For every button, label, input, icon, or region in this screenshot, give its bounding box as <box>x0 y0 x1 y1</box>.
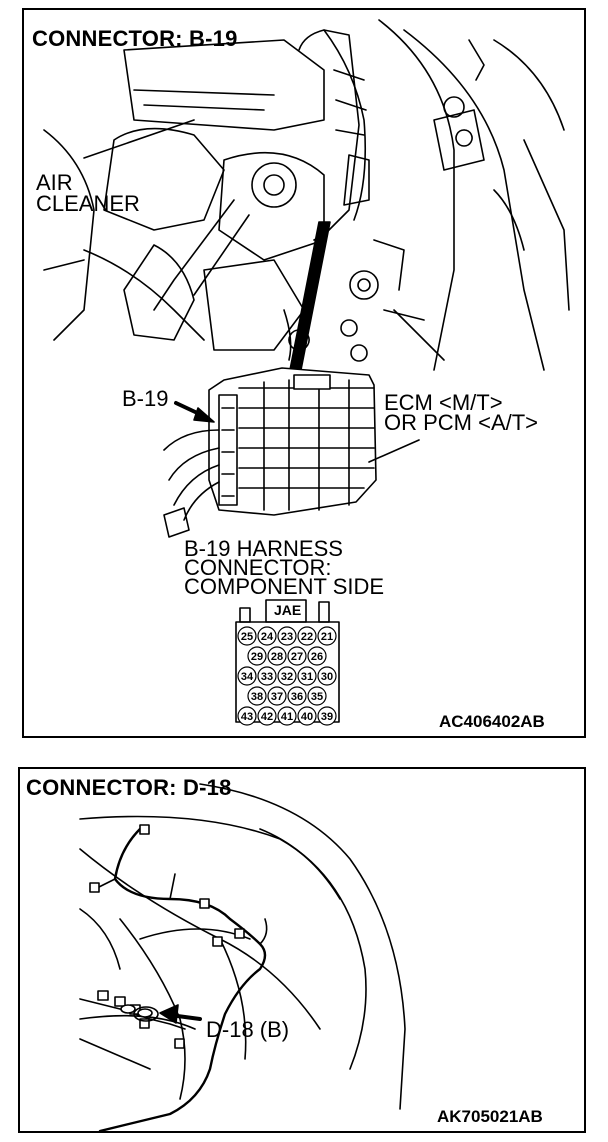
vehicle-rear-illustration <box>79 783 406 1131</box>
pin-26 <box>307 646 327 666</box>
pin-43 <box>237 706 257 726</box>
harness-label-line3: COMPONENT SIDE <box>184 574 385 599</box>
pin-label-25: 25 <box>241 631 253 643</box>
pin-label-43: 43 <box>241 711 253 723</box>
harness-label-line2: CONNECTOR: <box>184 555 332 580</box>
panel-title: CONNECTOR: D-18 <box>26 775 232 800</box>
harness-label-line1: B-19 HARNESS <box>184 536 343 561</box>
pin-25 <box>237 626 257 646</box>
pin-39 <box>317 706 337 726</box>
pin-label-32: 32 <box>281 671 293 683</box>
pin-label-38: 38 <box>251 691 263 703</box>
pin-32 <box>277 666 297 686</box>
figure-code: AK705021AB <box>437 1107 543 1126</box>
pin-37 <box>267 686 287 706</box>
pin-label-37: 37 <box>271 691 283 703</box>
pin-label-24: 24 <box>261 631 274 643</box>
pin-label-33: 33 <box>261 671 273 683</box>
pin-label-23: 23 <box>281 631 293 643</box>
ecm-label-line2: OR PCM <A/T> <box>384 410 539 435</box>
pin-40 <box>297 706 317 726</box>
pin-42 <box>257 706 277 726</box>
air-cleaner-label: AIR CLEANER <box>36 170 140 216</box>
engine-bay-illustration: 25 24 23 22 21 29 28 27 26 34 33 32 31 30 38 37 36 35 43 42… <box>43 19 570 726</box>
connector-d18-panel: CONNECTOR: D-18 D-18 (B) AK705021AB <box>18 767 586 1133</box>
pin-41 <box>277 706 297 726</box>
pin-label-36: 36 <box>291 691 303 703</box>
pin-29 <box>247 646 267 666</box>
pin-34 <box>237 666 257 686</box>
b19-callout: B-19 <box>122 386 169 411</box>
pin-label-21: 21 <box>321 631 333 643</box>
pin-22 <box>297 626 317 646</box>
pin-27 <box>287 646 307 666</box>
figure-code: AC406402AB <box>439 712 545 731</box>
pin-33 <box>257 666 277 686</box>
connector-tag: JAE <box>274 602 302 618</box>
pin-23 <box>277 626 297 646</box>
pin-21 <box>317 626 337 646</box>
pin-36 <box>287 686 307 706</box>
connector-b19-panel: 25 24 23 22 21 29 28 27 26 34 33 32 31 30 38 37 36 35 43 42… <box>22 8 586 738</box>
pin-label-27: 27 <box>291 651 303 663</box>
pin-28 <box>267 646 287 666</box>
pin-label-41: 41 <box>281 711 293 723</box>
pin-38 <box>247 686 267 706</box>
pin-label-42: 42 <box>261 711 273 723</box>
d18-callout: D-18 (B) <box>206 1017 290 1042</box>
pin-label-28: 28 <box>271 651 283 663</box>
pin-35 <box>307 686 327 706</box>
pin-31 <box>297 666 317 686</box>
pin-30 <box>317 666 337 686</box>
pin-label-31: 31 <box>301 671 313 683</box>
pin-label-35: 35 <box>311 691 323 703</box>
pin-label-26: 26 <box>311 651 323 663</box>
pin-grid: 25 24 23 22 21 29 28 27 26 34 33 32 31 30 38 37 36 35 43 42… <box>237 626 337 726</box>
pin-label-39: 39 <box>321 711 333 723</box>
panel-title: CONNECTOR: B-19 <box>32 26 238 51</box>
pin-label-30: 30 <box>321 671 333 683</box>
pin-label-34: 34 <box>241 671 254 683</box>
ecm-label-line1: ECM <M/T> <box>384 390 503 415</box>
pin-24 <box>257 626 277 646</box>
pin-label-22: 22 <box>301 631 313 643</box>
pin-label-40: 40 <box>301 711 313 723</box>
pin-label-29: 29 <box>251 651 263 663</box>
